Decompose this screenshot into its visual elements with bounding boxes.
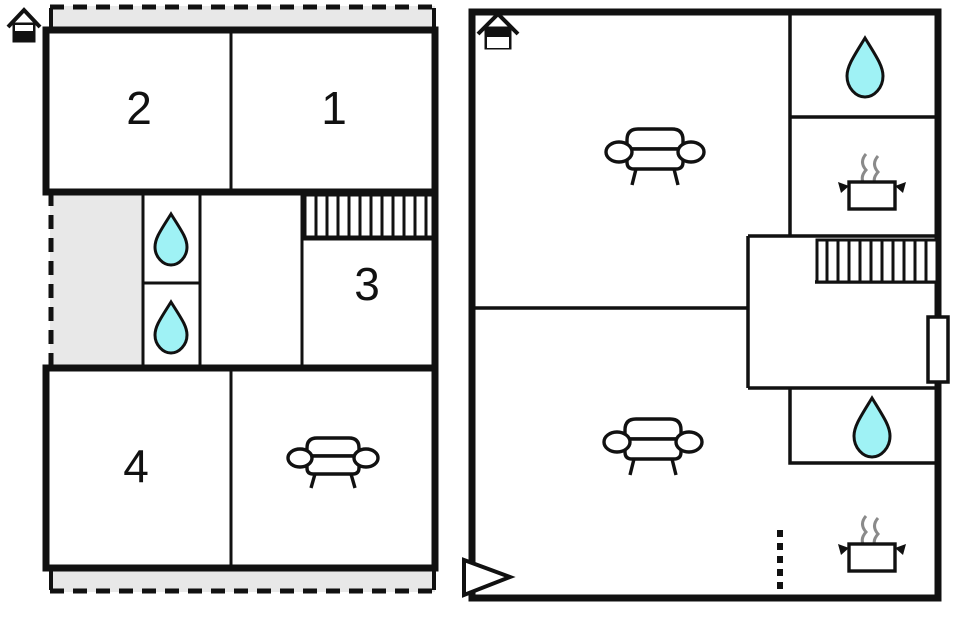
left-plan-terraces (48, 4, 436, 594)
left-terrace (50, 192, 142, 368)
upper-block-outline (42, 26, 439, 196)
entrance-arrow-icon (462, 557, 516, 598)
lower-block-outline (42, 364, 439, 572)
house-icon (6, 7, 42, 43)
water-drop-icon (845, 35, 885, 99)
right-floor-plan (462, 8, 950, 602)
stairs-icon (815, 238, 939, 284)
stairs-icon (303, 193, 435, 239)
sofa-icon (286, 436, 380, 489)
top-terrace (50, 6, 435, 30)
room-number-2: 2 (126, 82, 152, 134)
sofa-icon (604, 127, 706, 186)
window-icon (926, 315, 950, 384)
water-drop-icon (153, 211, 189, 267)
house-icon (476, 11, 520, 50)
cooking-pot-icon (838, 515, 906, 573)
sofa-icon (602, 417, 704, 476)
room-number-3: 3 (354, 258, 380, 310)
outer-wall-outline (468, 8, 942, 602)
central-block (746, 234, 938, 390)
left-plan-interior-walls (141, 30, 435, 568)
right-plan-outer-walls (468, 8, 942, 602)
water-drop-icon (852, 395, 892, 459)
bottom-terrace (50, 568, 435, 592)
wall-lower-bath (788, 388, 938, 465)
left-plan-structural-walls (42, 26, 439, 572)
room-number-4: 4 (123, 440, 149, 492)
cooking-pot-icon (838, 153, 906, 211)
left-floor-plan: 2 1 3 4 (6, 4, 439, 594)
water-drop-icon (153, 299, 189, 355)
room-number-1: 1 (321, 82, 347, 134)
